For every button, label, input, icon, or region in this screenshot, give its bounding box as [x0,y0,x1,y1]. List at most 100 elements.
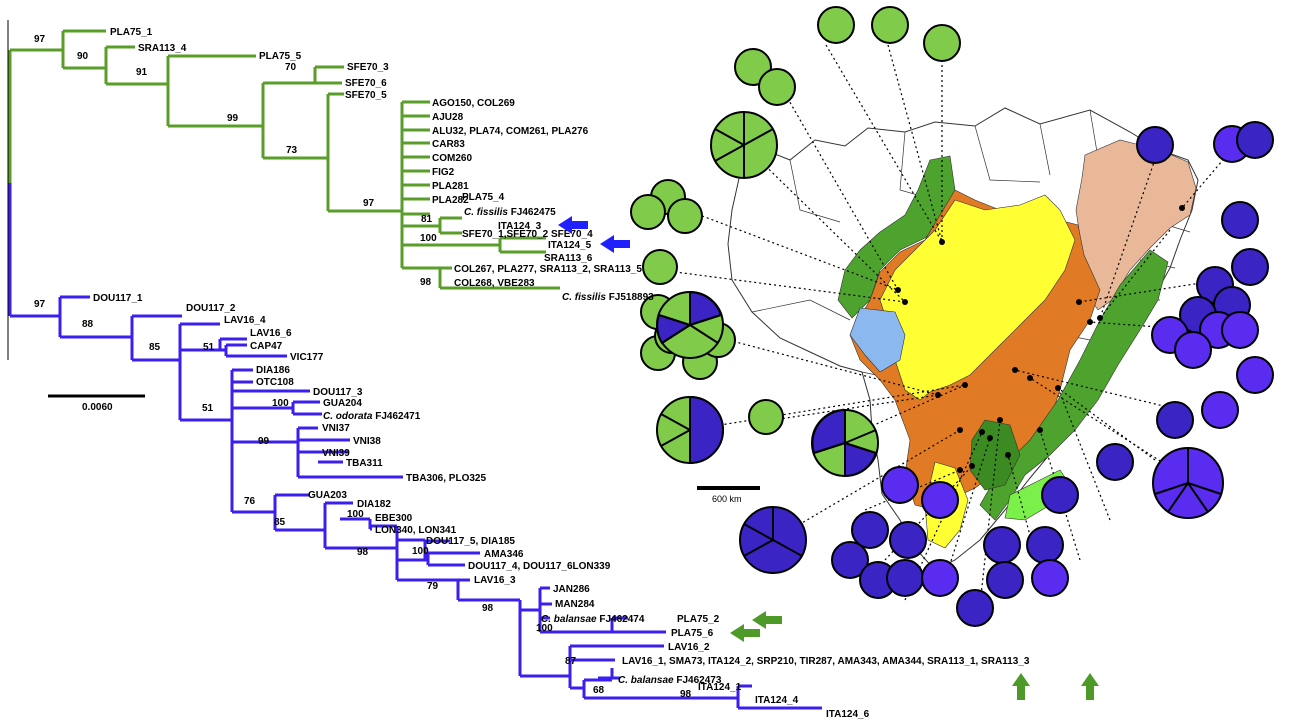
bootstrap-label: 100 [412,546,429,557]
taxon-label: EBE300 [375,513,413,524]
taxon-label: LAV16_6 [250,328,292,339]
mixed-pie-lower-left [656,395,724,465]
taxon-label: LAV16_1, SMA73, ITA124_2, SRP210, TIR287… [622,656,1030,667]
taxon-label: LAV16_2 [668,642,710,653]
blue-taxa-labels: DOU117_1 DOU117_2 LAV16_4 LAV16_6 CAP47 … [93,293,1030,720]
taxon-label: ITA124_3 [498,221,542,232]
bootstrap-label: 97 [363,198,375,209]
taxon-label: SFE70_3 [347,62,389,73]
taxon-label: AMA346 [484,549,524,560]
bootstrap-label: 98 [482,603,494,614]
map-scale-label: 600 km [712,494,742,504]
arrow-up-green-icon [1081,673,1099,700]
taxon-label: PLA75_1 [110,27,153,38]
blue-clade-branches [8,183,822,710]
bootstrap-label: 76 [244,496,256,507]
brazil-map: 600 km [697,107,1199,571]
taxon-label: PLA75_5 [259,51,302,62]
taxon-label: PLA75_4 [462,192,505,203]
arrow-left-green-icon [730,624,760,642]
bootstrap-label: 68 [593,685,605,696]
arrow-up-green-icon [1012,673,1030,700]
taxon-label: OTC108 [256,377,294,388]
map-pantanal [849,307,906,373]
map-forest-patch [969,419,1021,491]
green-taxa-labels: PLA75_1 SRA113_4 PLA75_5 SFE70_3 SFE70_6… [110,27,654,303]
taxon-label: VNI38 [353,436,381,447]
bootstrap-label: 90 [77,51,89,62]
taxon-label: DOU117_3 [313,387,363,398]
taxon-label: ITA124_1 [698,682,742,693]
taxon-label: JAN286 [553,584,590,595]
mixed-pie-center [811,408,879,478]
reference-fissilis-1: C. fissilis FJ462475 [464,207,556,218]
bootstrap-label: 100 [272,398,289,409]
taxon-label: GUA204 [323,398,362,409]
bootstrap-label: 100 [347,509,364,520]
reference-fissilis-2: C. fissilis FJ518893 [562,292,654,303]
bootstrap-label: 85 [149,342,161,353]
tree-scale-label: 0.0060 [82,402,113,413]
green-pie-six [710,111,778,179]
taxon-label: DOU117_2 [186,303,236,314]
reference-odorata: C. odorata FJ462471 [323,411,421,422]
blue-bootstrap-labels: 97 88 85 51 51 100 99 76 85 100 98 100 7… [34,299,692,700]
taxon-label: ITA124_4 [755,695,799,706]
taxon-label: VNI37 [322,423,350,434]
taxon-label: PLA75_6 [671,628,714,639]
bootstrap-label: 73 [286,145,298,156]
taxon-label: AGO150, COL269 [432,98,515,109]
taxon-label: SFE70_1,SFE70_2 SFE70_4 [462,229,593,240]
taxon-label: COM260 [432,153,472,164]
bootstrap-label: 51 [202,403,214,414]
phylogenetic-tree: 0.0060 97 90 91 70 99 73 97 81 100 98 PL… [7,20,1099,720]
taxon-label: LAV16_3 [474,575,516,586]
taxon-label: DOU117_5, DIA185 [426,536,515,547]
taxon-label: PLA282 [432,195,469,206]
blue-haplotype-circles [831,121,1274,627]
bootstrap-label: 51 [203,342,215,353]
taxon-label: DIA182 [357,499,391,510]
taxon-label: CAR83 [432,139,465,150]
taxon-label: AJU28 [432,112,464,123]
bootstrap-label: 99 [227,113,239,124]
taxon-label: LON340, LON341 [375,525,457,536]
green-bootstrap-labels: 97 90 91 70 99 73 97 81 100 98 [34,34,437,288]
reference-balansae-2: C. balansae FJ462473 [618,675,722,686]
taxon-label: TBA306, PLO325 [406,473,486,484]
taxon-label: DIA186 [256,365,290,376]
taxon-label: COL268, VBE283 [454,278,535,289]
bootstrap-label: 98 [357,547,369,558]
bootstrap-label: 98 [680,689,692,700]
taxon-label: ALU32, PLA74, COM261, PLA276 [432,126,589,137]
bootstrap-label: 98 [420,277,432,288]
taxon-label: SFE70_6 [345,78,387,89]
taxon-label: VIC177 [290,352,324,363]
taxon-label: LAV16_4 [224,315,266,326]
taxon-label: GUA203 [308,490,347,501]
taxon-label: PLA281 [432,181,469,192]
bootstrap-label: 70 [285,62,297,73]
taxon-label: DOU117_4, DOU117_6LON339 [468,561,611,572]
taxon-label: ITA124_5 [548,240,592,251]
arrow-left-blue-icon [600,235,630,253]
bootstrap-label: 85 [274,517,286,528]
highlight-arrows [558,216,1099,700]
bootstrap-label: 99 [258,436,270,447]
taxon-label: FIG2 [432,167,455,178]
bootstrap-label: 91 [136,67,148,78]
mixed-pie-left [656,290,724,359]
blue-pie-large-right [1152,447,1224,519]
bootstrap-label: 97 [34,34,46,45]
green-clade-branches [8,29,560,290]
arrow-left-green-icon [752,611,782,629]
bootstrap-label: 87 [565,656,577,667]
bootstrap-label: 100 [420,233,437,244]
taxon-label: COL267, PLA277, SRA113_2, SRA113_5 [454,264,642,275]
taxon-label: SFE70_5 [345,90,387,101]
bootstrap-label: 100 [536,623,553,634]
bootstrap-label: 88 [82,319,94,330]
reference-balansae-1: C. balansae FJ462474 [541,614,645,625]
